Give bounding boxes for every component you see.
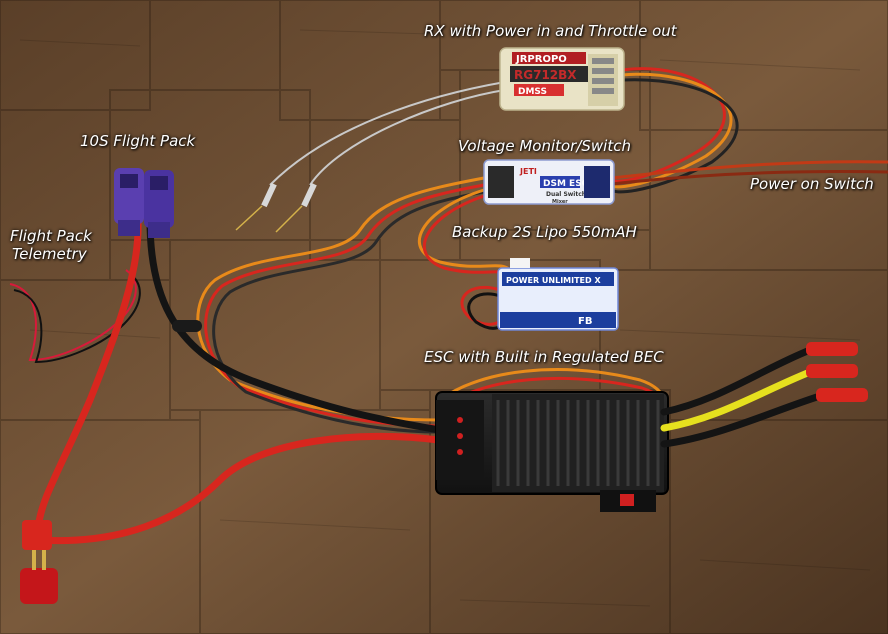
voltage-monitor-label: Voltage Monitor/Switch <box>458 137 631 155</box>
antenna-wire <box>275 205 303 233</box>
backup-lead <box>418 188 514 278</box>
switch-line2: Dual Switch <box>546 191 586 198</box>
telemetry-wires <box>9 269 141 364</box>
receiver-antennas <box>269 81 506 186</box>
flight-pack-label: 10S Flight Pack <box>80 132 196 150</box>
antenna-wire <box>235 205 263 231</box>
backup-battery: POWER UNLIMITED X FB <box>497 258 619 331</box>
antenna-tip <box>301 182 317 208</box>
battery-logo: FB <box>578 316 592 327</box>
esc-heatsink-fins <box>496 400 660 486</box>
battery-brand: POWER UNLIMITED X <box>506 276 601 285</box>
receiver-unit: JRPROPO RG712BX DMSS <box>499 47 625 111</box>
telemetry-label-line2: Telemetry <box>12 245 87 263</box>
esc-label: ESC with Built in Regulated BEC <box>424 348 664 366</box>
switch-line1: DSM ESC <box>543 179 589 189</box>
voltage-switch-unit: JETI DSM ESC Dual Switch Mixer <box>483 159 615 205</box>
wood-grain <box>19 29 871 607</box>
rx-right-lead <box>609 67 739 194</box>
servo-harness <box>196 176 485 434</box>
receiver-sub: DMSS <box>518 87 547 97</box>
esc-unit <box>435 391 669 512</box>
zip-tie <box>172 320 202 332</box>
esc-power-red <box>34 432 442 545</box>
receiver-model: RG712BX <box>514 68 577 82</box>
ec5-connector <box>114 168 174 238</box>
switch-brand: JETI <box>519 167 537 176</box>
power-switch-lead <box>611 160 888 186</box>
backup-lipo-label: Backup 2S Lipo 550mAH <box>452 223 637 241</box>
bullet-connectors <box>806 342 868 402</box>
deans-connector <box>20 520 58 604</box>
switch-line3: Mixer <box>552 199 568 205</box>
antenna-tip <box>261 182 277 208</box>
flight-pack-leads <box>34 216 444 534</box>
power-switch-label: Power on Switch <box>750 175 874 193</box>
receiver-brand: JRPROPO <box>515 54 567 65</box>
telemetry-label-line1: Flight Pack <box>10 227 92 245</box>
motor-wires <box>660 346 824 448</box>
rx-label: RX with Power in and Throttle out <box>424 22 677 40</box>
